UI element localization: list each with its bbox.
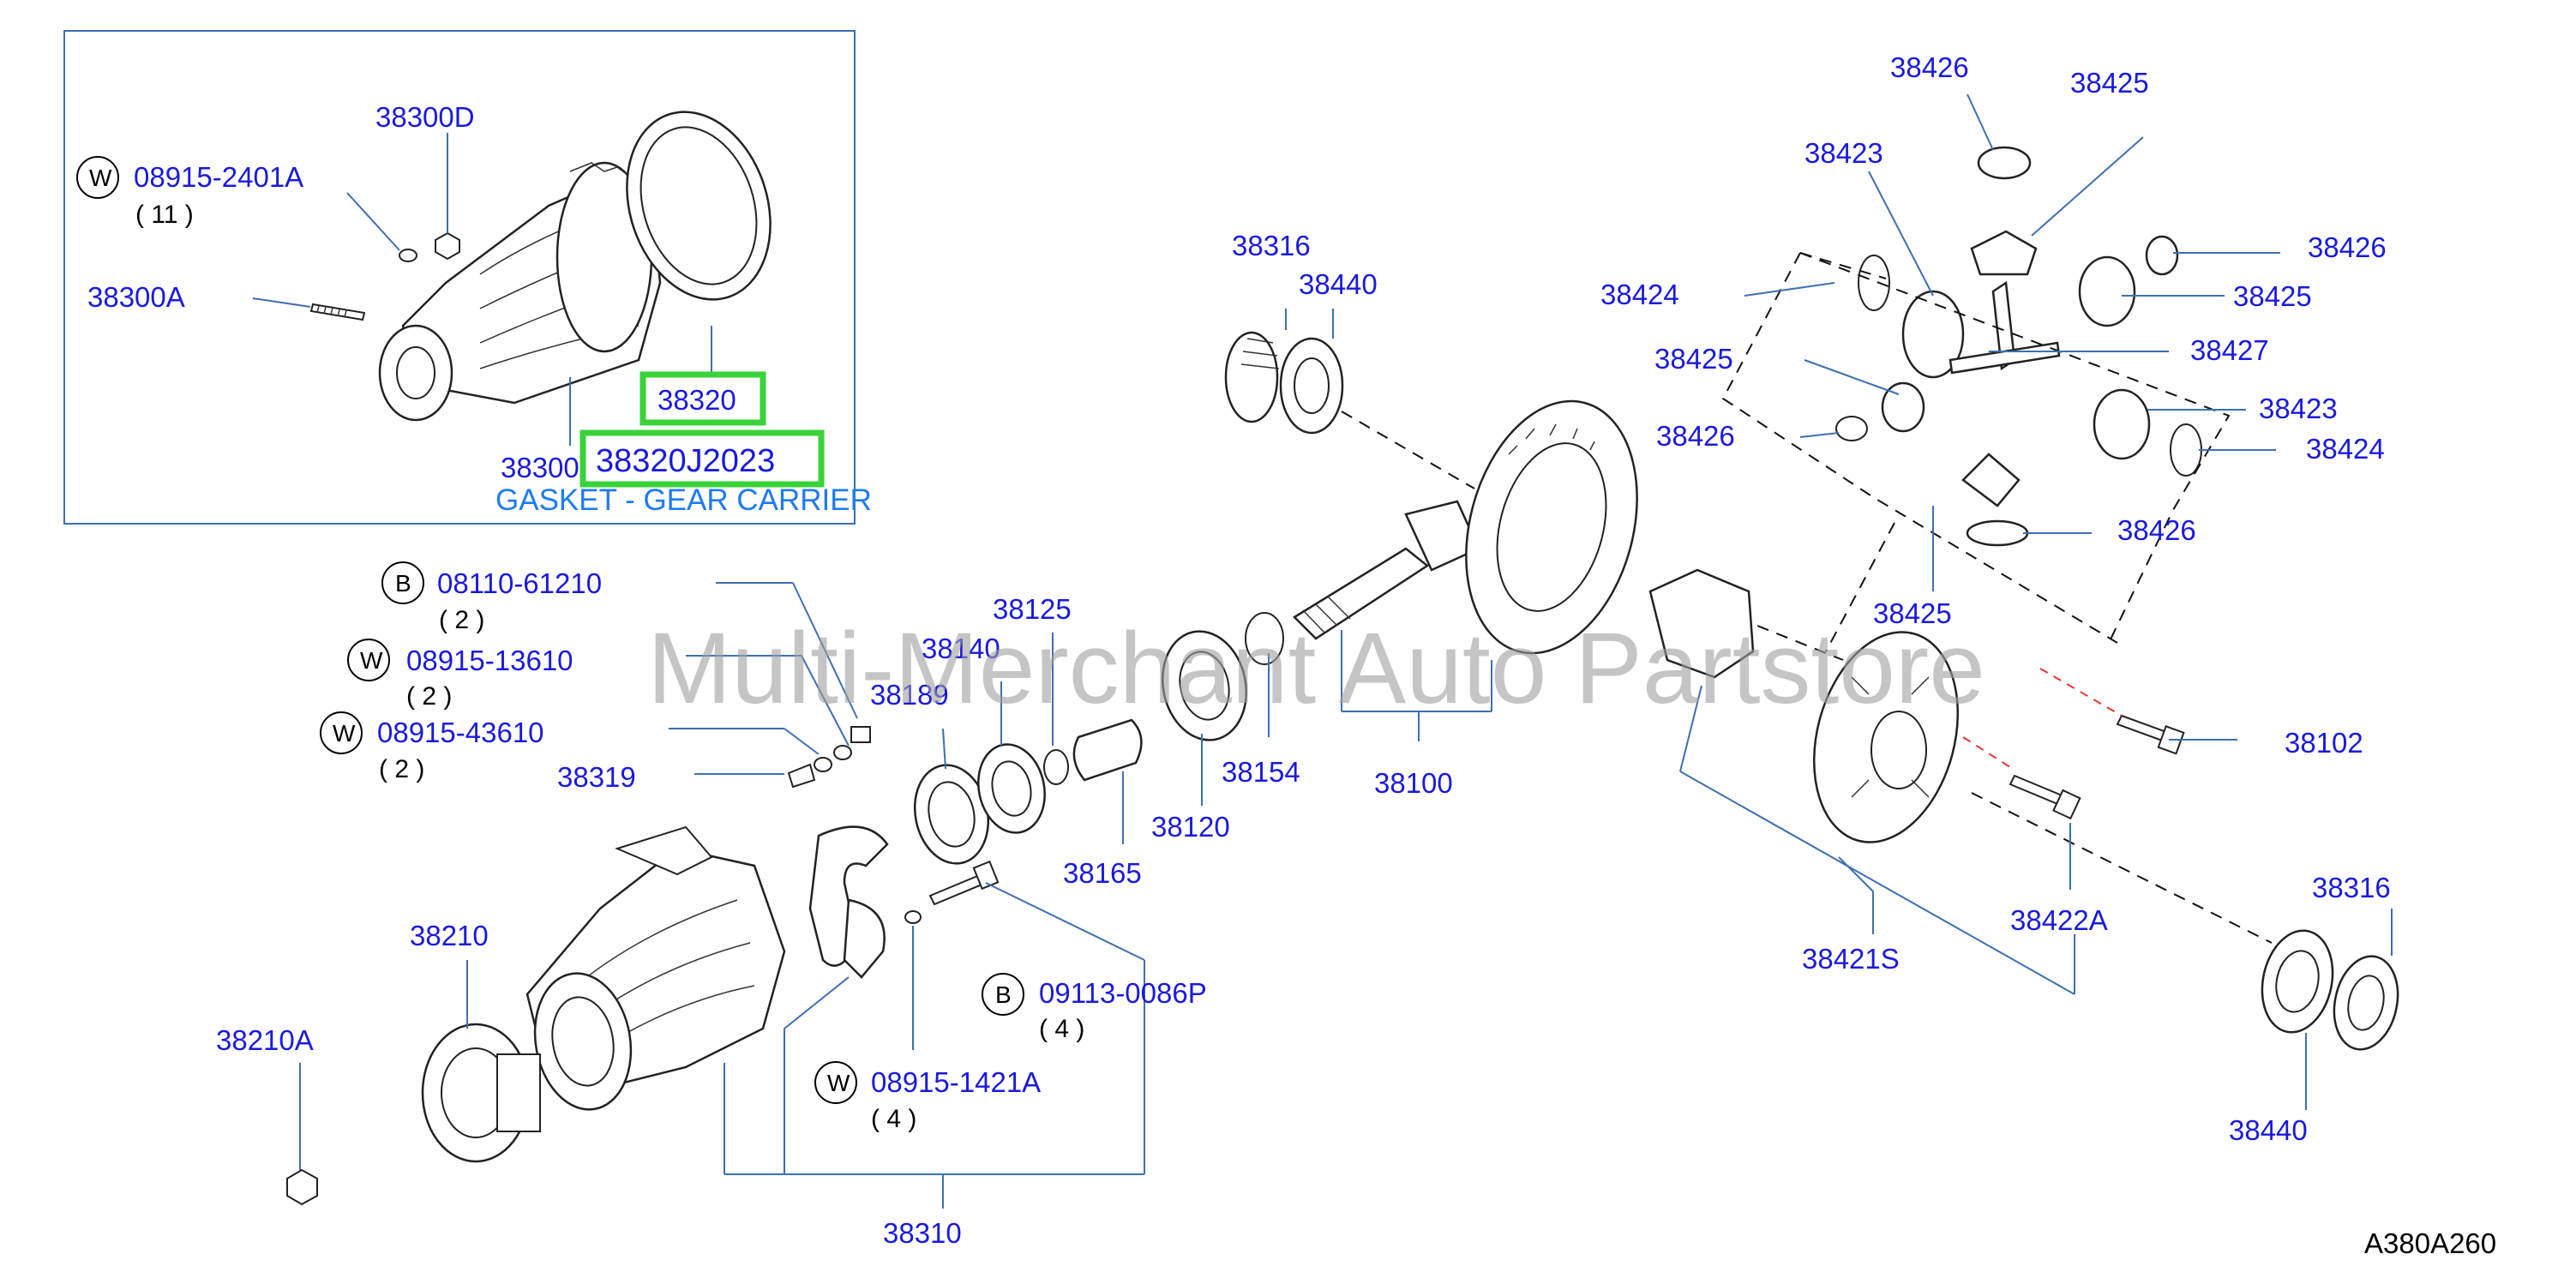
label-38426-d: 38426 bbox=[2117, 514, 2196, 546]
bearing-cap-drawing bbox=[808, 825, 889, 979]
stud-drawing bbox=[309, 303, 366, 321]
companion-flange-drawing bbox=[421, 1023, 541, 1163]
flange-nut-drawing bbox=[286, 1168, 318, 1206]
label-38154: 38154 bbox=[1222, 756, 1300, 788]
washer-symbol-text-4: W bbox=[827, 1070, 850, 1096]
qty-4-a: ( 4 ) bbox=[1039, 1015, 1084, 1043]
label-09113-0086P: 09113-0086P bbox=[1039, 977, 1207, 1009]
label-38210A: 38210A bbox=[216, 1024, 314, 1056]
part-description: GASKET - GEAR CARRIER bbox=[495, 483, 872, 517]
washer-symbol-icon-3 bbox=[320, 711, 363, 754]
differential-carrier-drawing bbox=[525, 825, 786, 1111]
watermark: Multi-Merchant Auto Partstore bbox=[647, 612, 1985, 725]
gasket-drawing bbox=[626, 111, 772, 301]
label-38421S: 38421S bbox=[1802, 943, 1900, 975]
label-38300: 38300 bbox=[501, 452, 579, 483]
cap-bolt-drawing bbox=[904, 860, 1000, 924]
label-38102: 38102 bbox=[2285, 727, 2363, 759]
label-38424-a: 38424 bbox=[1600, 279, 1679, 310]
label-38316-top: 38316 bbox=[1232, 230, 1311, 261]
ring-pinion-gear-drawing bbox=[1292, 399, 1638, 655]
nut-drawing bbox=[435, 231, 460, 261]
washer-drawing bbox=[399, 249, 417, 262]
highlight-box-part-number bbox=[579, 429, 825, 488]
label-38300D: 38300D bbox=[375, 101, 475, 133]
label-38424-b: 38424 bbox=[2306, 433, 2385, 465]
bolt-symbol-text: B bbox=[395, 570, 411, 597]
highlight-box-38320 bbox=[639, 371, 766, 426]
small-bolts-drawing bbox=[787, 726, 871, 789]
label-38423-a: 38423 bbox=[1804, 137, 1883, 169]
label-38319: 38319 bbox=[557, 761, 636, 793]
washer-symbol-icon bbox=[76, 156, 119, 199]
label-38425-c: 38425 bbox=[1654, 343, 1733, 375]
highlighted-part-number[interactable]: 38320J2023 bbox=[596, 443, 775, 479]
label-38425-d: 38425 bbox=[1873, 597, 1952, 629]
bolt-symbol-icon bbox=[381, 561, 424, 604]
washer-symbol-text-3: W bbox=[333, 720, 356, 747]
label-38426-b: 38426 bbox=[2308, 231, 2387, 263]
label-38426-a: 38426 bbox=[1890, 51, 1969, 83]
label-38125: 38125 bbox=[993, 593, 1072, 625]
label-38422A: 38422A bbox=[2010, 904, 2108, 936]
qty-2-a: ( 2 ) bbox=[439, 606, 484, 634]
bolt-symbol-text-2: B bbox=[995, 981, 1012, 1008]
carrier-inset-frame bbox=[63, 30, 856, 525]
washer-symbol-text: W bbox=[89, 165, 112, 191]
label-38316-bottom: 38316 bbox=[2312, 872, 2391, 903]
label-38310: 38310 bbox=[883, 1217, 962, 1249]
label-38440-bottom: 38440 bbox=[2229, 1114, 2308, 1146]
front-bearing-drawing bbox=[1224, 331, 1344, 435]
pinion-bearing-set-drawing bbox=[913, 612, 1284, 865]
label-38426-c: 38426 bbox=[1656, 420, 1735, 452]
qty-2-c: ( 2 ) bbox=[379, 755, 424, 783]
label-38100: 38100 bbox=[1374, 767, 1453, 799]
label-38300A: 38300A bbox=[87, 281, 185, 313]
bolt-symbol-icon-2 bbox=[982, 973, 1024, 1016]
label-08915-43610: 08915-43610 bbox=[377, 717, 544, 748]
label-38425-a: 38425 bbox=[2070, 67, 2149, 99]
label-08110-61210: 08110-61210 bbox=[437, 567, 602, 599]
label-38427: 38427 bbox=[2190, 334, 2269, 366]
qty-4-b: ( 4 ) bbox=[871, 1105, 916, 1133]
qty-2-b: ( 2 ) bbox=[406, 682, 452, 711]
label-38440-top: 38440 bbox=[1299, 268, 1378, 300]
washer-symbol-icon-2 bbox=[347, 639, 390, 681]
label-08915-13610: 08915-13610 bbox=[406, 645, 573, 676]
case-bolts-drawing bbox=[2009, 714, 2185, 820]
differential-gears-drawing bbox=[1835, 146, 2202, 547]
label-38165: 38165 bbox=[1063, 857, 1142, 889]
side-bearing-drawing bbox=[2261, 929, 2399, 1051]
washer-symbol-icon-4 bbox=[814, 1061, 857, 1104]
label-38120: 38120 bbox=[1151, 811, 1230, 843]
gear-carrier-housing-drawing bbox=[378, 161, 662, 422]
label-38140: 38140 bbox=[922, 633, 1000, 664]
washer-symbol-text-2: W bbox=[360, 647, 383, 674]
label-38210: 38210 bbox=[410, 920, 489, 951]
label-08915-2401A: 08915-2401A bbox=[134, 161, 303, 193]
label-38320: 38320 bbox=[658, 384, 736, 416]
label-38425-b: 38425 bbox=[2233, 280, 2312, 312]
label-38423-b: 38423 bbox=[2259, 393, 2338, 424]
label-38189: 38189 bbox=[870, 679, 949, 711]
differential-case-drawing bbox=[1648, 568, 1960, 843]
label-08915-1421A: 08915-1421A bbox=[871, 1066, 1041, 1098]
diagram-code: A380A260 bbox=[2364, 1227, 2496, 1259]
qty-11: ( 11 ) bbox=[135, 201, 194, 229]
